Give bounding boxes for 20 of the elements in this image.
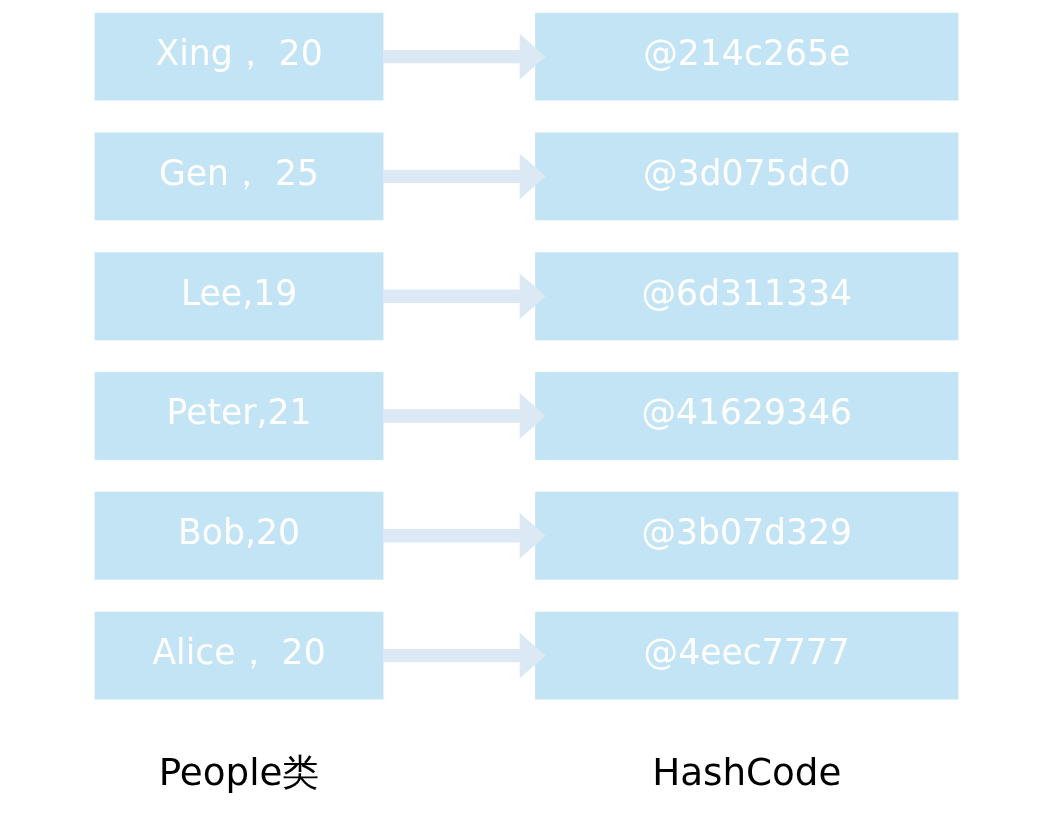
- label: HashCode: [652, 749, 842, 794]
- arrow: [383, 632, 546, 679]
- node-box: @41629346: [535, 372, 959, 460]
- arrow: [383, 153, 546, 200]
- label: People类: [158, 749, 320, 794]
- arrow: [383, 33, 546, 80]
- node-box: Lee,19: [94, 252, 384, 341]
- node-box: Bob,20: [94, 491, 384, 580]
- node-box: @214c265e: [535, 12, 959, 101]
- arrow: [383, 393, 546, 439]
- node-box: Peter,21: [94, 372, 384, 460]
- node-box: @6d311334: [535, 252, 959, 341]
- node-box: @3b07d329: [535, 491, 959, 580]
- node-box: Gen， 25: [94, 132, 384, 221]
- node-box: @3d075dc0: [535, 132, 959, 221]
- node-box: Alice， 20: [94, 611, 384, 700]
- node-box: Xing， 20: [94, 12, 384, 101]
- arrow: [383, 273, 546, 319]
- arrow: [383, 512, 546, 559]
- node-box: @4eec7777: [535, 611, 959, 700]
